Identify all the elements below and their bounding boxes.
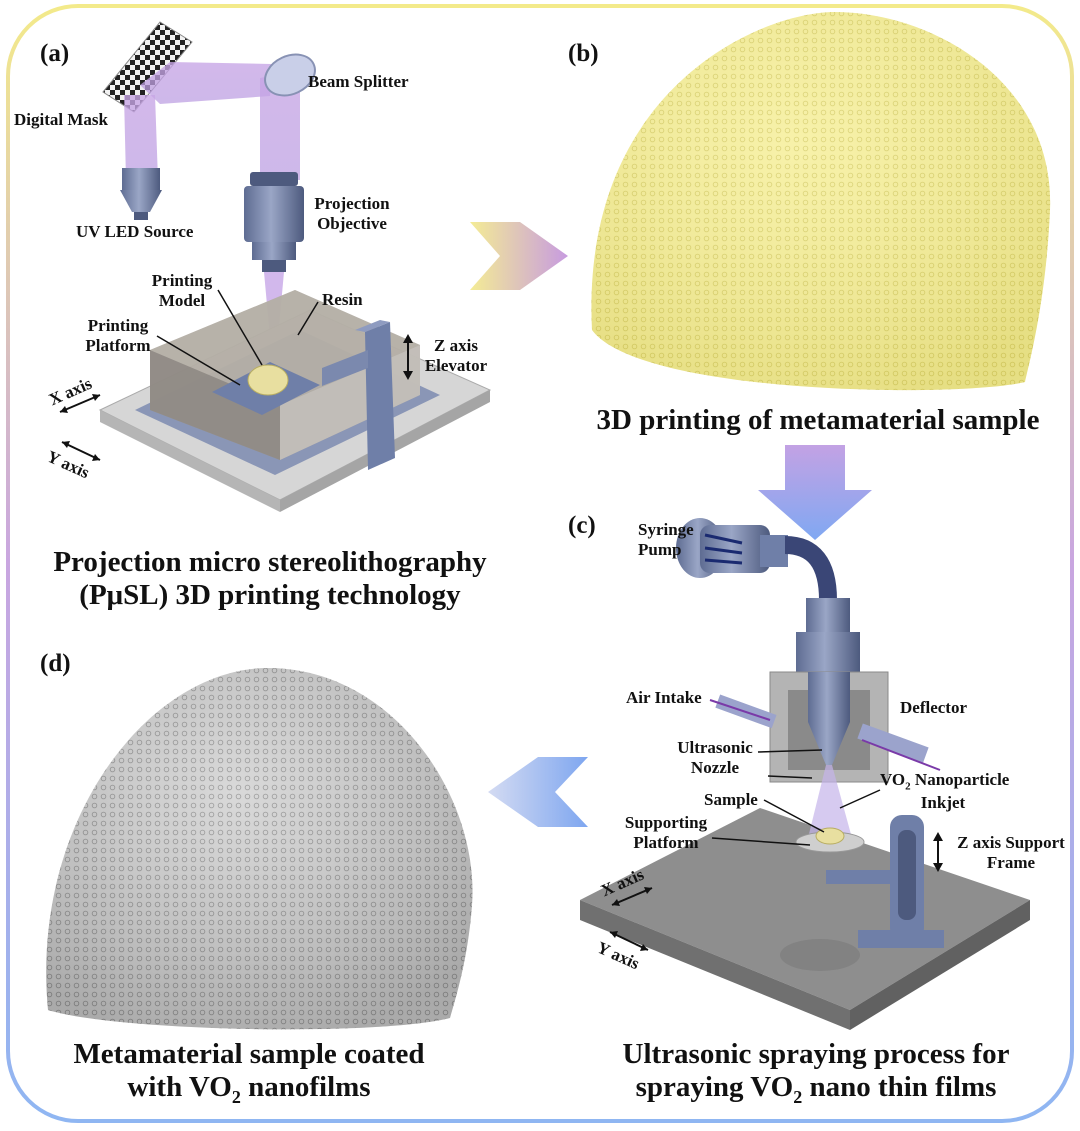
air-intake-pipe — [709, 694, 777, 729]
printing-model — [247, 364, 289, 396]
panel-label-a: (a) — [40, 40, 70, 67]
caption-a: Projection micro stereolithography(PμSL)… — [53, 546, 487, 612]
panel-label-d: (d) — [40, 650, 71, 677]
resin-vat — [150, 290, 420, 460]
label-digital-mask: Digital Mask — [14, 110, 108, 129]
outer-frame — [6, 4, 1074, 1123]
label-sample: Sample — [704, 790, 758, 809]
z-axis-support-frame — [826, 815, 944, 948]
z-axis-elevator — [322, 320, 395, 470]
projection-objective — [244, 172, 304, 272]
uv-led-source — [120, 168, 162, 220]
panel-a-apparatus — [59, 21, 492, 512]
arrow-left — [488, 757, 588, 827]
syringe-pump — [676, 518, 837, 601]
ultrasonic-nozzle — [769, 598, 889, 783]
label-beam-splitter: Beam Splitter — [308, 72, 409, 91]
panel-c-apparatus — [580, 518, 1030, 1030]
beam-splitter — [264, 53, 316, 97]
label-deflector: Deflector — [900, 698, 968, 717]
digital-mask — [102, 21, 193, 113]
arrow-down — [758, 445, 872, 540]
panel-label-b: (b) — [568, 40, 599, 67]
dome-gray — [46, 668, 473, 1030]
label-resin: Resin — [322, 290, 363, 309]
panel-label-c: (c) — [568, 512, 596, 539]
caption-b: 3D printing of metamaterial sample — [596, 404, 1040, 436]
deflector-pipe — [857, 723, 941, 771]
spray-base-plate — [580, 808, 1030, 1010]
label-air-intake: Air Intake — [626, 688, 702, 707]
arrow-right — [470, 222, 568, 290]
label-uv-led-source: UV LED Source — [76, 222, 194, 241]
dome-yellow — [591, 12, 1051, 391]
